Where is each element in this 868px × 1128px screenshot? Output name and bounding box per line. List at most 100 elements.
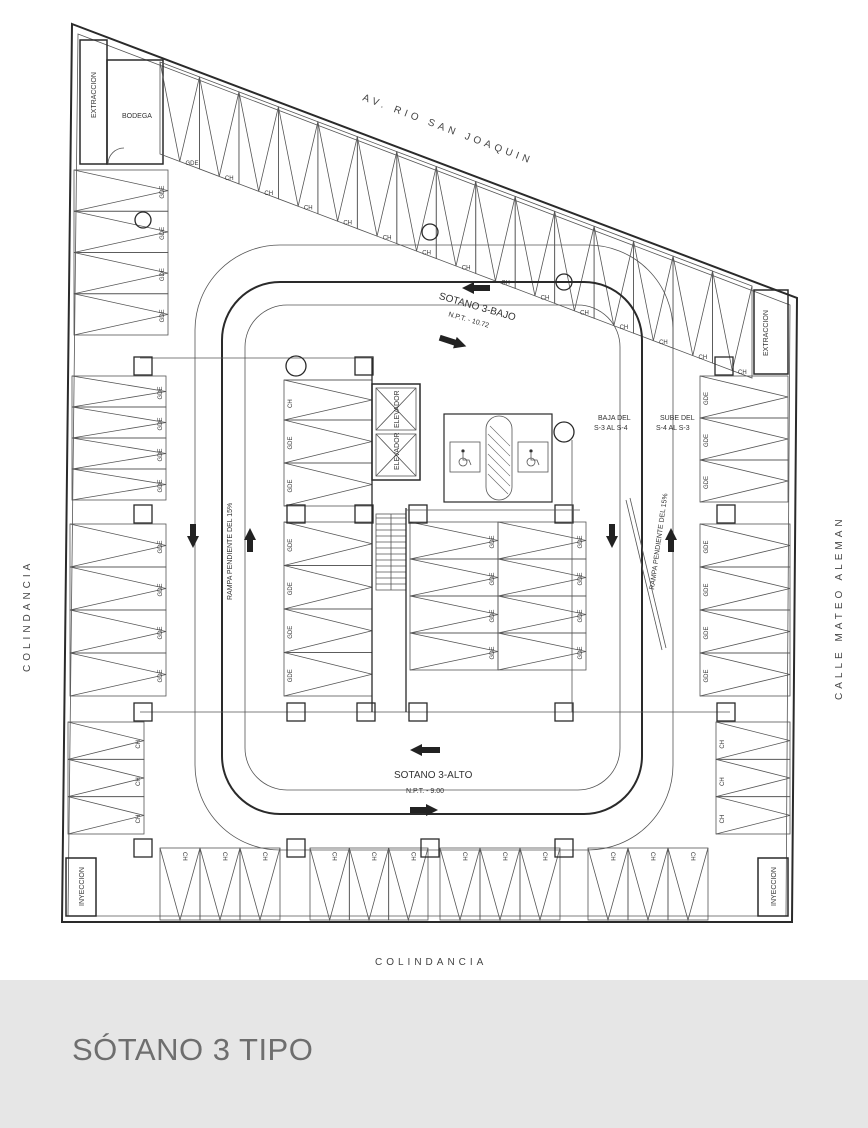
stall-label: GDE bbox=[158, 583, 164, 596]
svg-text:N.P.T. - 9.00: N.P.T. - 9.00 bbox=[406, 788, 444, 795]
column bbox=[716, 702, 736, 722]
parking-stall bbox=[71, 406, 167, 439]
column bbox=[714, 356, 734, 376]
parking-stall bbox=[283, 652, 373, 697]
stall-label: CH bbox=[370, 852, 376, 861]
column bbox=[354, 504, 374, 524]
elevator-core: ELEVADOR ELEVADOR bbox=[371, 383, 421, 481]
street-north: AV. RIO SAN JOAQUIN bbox=[361, 93, 535, 167]
wheelchair-icon bbox=[526, 449, 540, 467]
stall-label: CH bbox=[541, 852, 547, 861]
parking-stall bbox=[715, 758, 791, 798]
stall-label: GDE bbox=[704, 669, 710, 682]
stall-label: GDE bbox=[288, 479, 294, 492]
stall-label: CH bbox=[689, 852, 695, 861]
stall-label: GDE bbox=[490, 646, 496, 659]
accessible-parking-block bbox=[443, 413, 553, 503]
parking-stall bbox=[67, 758, 145, 798]
parking-stall bbox=[633, 240, 674, 349]
parking-stall bbox=[479, 847, 521, 921]
parking-stall bbox=[283, 419, 373, 464]
stall-label: GDE bbox=[160, 227, 166, 240]
street-south: COLINDANCIA bbox=[375, 957, 487, 968]
inyeccion-room-se: INYECCION bbox=[757, 857, 789, 917]
column bbox=[408, 504, 428, 524]
stall-label: CH bbox=[331, 852, 337, 861]
stall-label: CH bbox=[225, 176, 234, 182]
stall-label: CH bbox=[620, 325, 629, 331]
parking-stall bbox=[69, 523, 167, 568]
column bbox=[554, 504, 574, 524]
stall-label: CH bbox=[738, 370, 747, 376]
street-west: COLINDANCIA bbox=[22, 560, 33, 672]
parking-stall bbox=[497, 558, 587, 597]
stall-label: GDE bbox=[158, 540, 164, 553]
parking-stall bbox=[309, 847, 350, 921]
stall-label: GDE bbox=[158, 669, 164, 682]
parking-stall bbox=[409, 558, 499, 597]
stall-label: GDE bbox=[158, 626, 164, 639]
stall-label: CH bbox=[609, 852, 615, 861]
column bbox=[133, 356, 153, 376]
stall-label: GDE bbox=[158, 479, 164, 492]
stall-label: CH bbox=[383, 236, 392, 242]
column bbox=[356, 702, 376, 722]
svg-text:SOTANO 3-ALTO: SOTANO 3-ALTO bbox=[394, 770, 473, 781]
stall-label: GDE bbox=[704, 626, 710, 639]
svg-text:S-3 AL S-4: S-3 AL S-4 bbox=[594, 425, 628, 432]
parking-stall bbox=[409, 595, 499, 634]
stall-label: CH bbox=[720, 740, 726, 749]
stall-label: CH bbox=[461, 852, 467, 861]
level-label-low: SOTANO 3-BAJO N.P.T. - 10.72 bbox=[438, 291, 517, 330]
stall-row: GDE GDE GDE GDE bbox=[69, 523, 167, 697]
stall-label: GDE bbox=[288, 626, 294, 639]
wheelchair-icon bbox=[458, 449, 472, 467]
column bbox=[133, 504, 153, 524]
bodega-room: BODEGA bbox=[106, 59, 164, 165]
stall-label: CH bbox=[699, 355, 708, 361]
parking-stall bbox=[283, 521, 373, 566]
stall-label: CH bbox=[409, 852, 415, 861]
stall-label: CH bbox=[649, 852, 655, 861]
round-columns bbox=[134, 211, 575, 443]
svg-text:S-4 AL S-3: S-4 AL S-3 bbox=[656, 425, 690, 432]
extraccion-room-nw: EXTRACCION bbox=[79, 39, 108, 165]
core-walls bbox=[284, 358, 580, 712]
parking-stall bbox=[283, 462, 373, 507]
parking-stall bbox=[475, 180, 516, 289]
parking-stall bbox=[67, 796, 145, 835]
ramp-slope-label-east: RAMPA PENDIENTE DEL 15% bbox=[649, 493, 669, 590]
street-east: CALLE MATEO ALEMAN bbox=[834, 515, 845, 700]
parking-stall bbox=[497, 595, 587, 634]
stall-label: GDE bbox=[288, 582, 294, 595]
column bbox=[554, 838, 574, 858]
parking-stall bbox=[69, 566, 167, 611]
parking-stall bbox=[283, 379, 373, 421]
svg-text:BAJA DEL: BAJA DEL bbox=[598, 415, 631, 422]
stall-label: CH bbox=[501, 280, 510, 286]
stall-label: GDE bbox=[160, 268, 166, 281]
parking-stall bbox=[73, 169, 169, 212]
inyeccion-room-sw: INYECCION bbox=[65, 857, 97, 917]
parking-stall bbox=[699, 417, 789, 461]
svg-text:SUBE DEL: SUBE DEL bbox=[660, 415, 695, 422]
parking-stall bbox=[67, 721, 145, 760]
level-label-high: SOTANO 3-ALTO N.P.T. - 9.00 bbox=[394, 770, 473, 795]
parking-stall bbox=[388, 847, 429, 921]
parking-stall bbox=[699, 459, 789, 503]
svg-text:ELEVADOR: ELEVADOR bbox=[394, 390, 401, 428]
parking-stall bbox=[699, 375, 789, 419]
parking-stall bbox=[699, 652, 791, 697]
stall-label: GDE bbox=[578, 609, 584, 622]
stall-label: CH bbox=[288, 399, 294, 408]
parking-stall bbox=[409, 632, 499, 671]
stall-label: CH bbox=[221, 852, 227, 861]
parking-stall bbox=[672, 255, 713, 364]
stall-label: CH bbox=[462, 265, 471, 271]
parking-stall bbox=[667, 847, 709, 921]
